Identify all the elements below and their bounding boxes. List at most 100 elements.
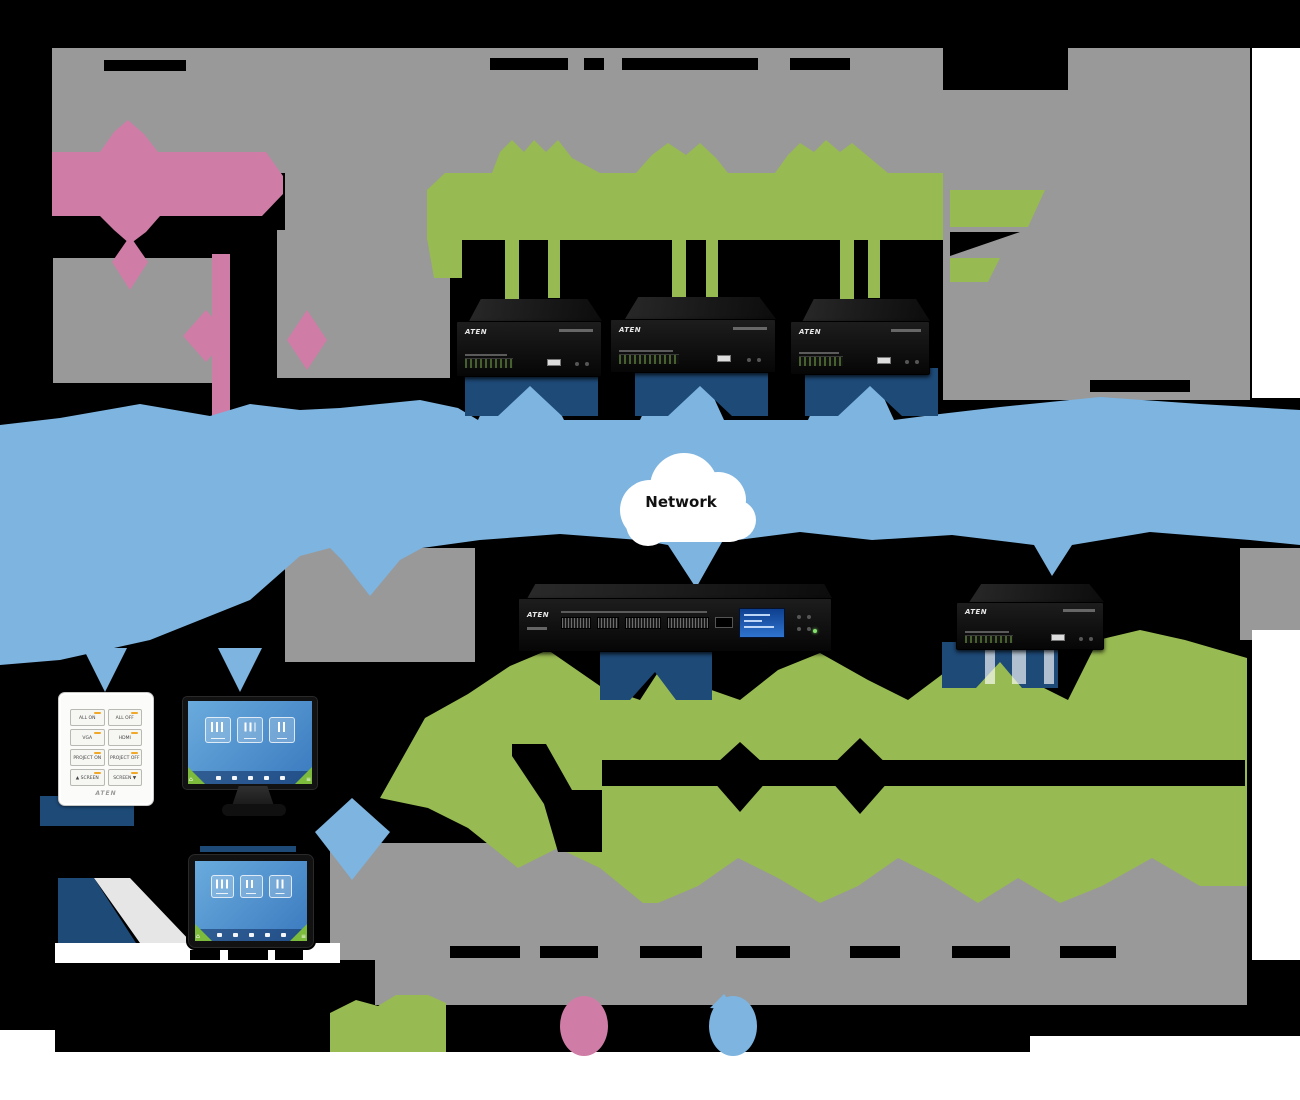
home-icon: ⌂ <box>189 776 193 783</box>
device-top-face <box>969 584 1104 602</box>
terminal-ports <box>799 356 843 366</box>
device-front-panel: ATEN <box>610 319 776 373</box>
hidden-text-dash <box>1090 380 1190 392</box>
hidden-text-dash <box>790 58 850 70</box>
hidden-text-dash <box>540 946 598 958</box>
menu-icon: ≡ <box>305 776 311 783</box>
model-text <box>891 329 921 332</box>
keypad-button-vga: VGA <box>70 729 105 746</box>
white-right-column-top <box>1252 48 1300 398</box>
expansion-box-right: ATEN <box>956 584 1104 650</box>
model-text <box>559 329 593 332</box>
wifi-icon <box>215 775 221 780</box>
reset-power-buttons <box>747 358 751 362</box>
black-hole-diamond-1 <box>706 742 774 812</box>
legend-swatch-pink <box>560 996 608 1056</box>
usb-port <box>1051 634 1065 641</box>
apps-icon <box>280 933 286 937</box>
aten-logo: ATEN <box>965 608 988 616</box>
blue-diamond-tablet <box>315 798 390 880</box>
lighting-tile-icon <box>210 875 234 898</box>
usb-port <box>717 355 731 362</box>
aten-logo: ATEN <box>527 611 550 619</box>
aten-logo: ATEN <box>95 790 117 797</box>
keypad-button-label: ▲ SCREEN <box>75 775 99 781</box>
menu-icon: ≡ <box>300 933 306 940</box>
door-icon <box>278 722 286 733</box>
hidden-text-dash <box>275 950 303 960</box>
bars-icon <box>211 722 225 733</box>
green-drop-3 <box>672 240 686 302</box>
keypad-button-label: PROJECT OFF <box>109 755 140 761</box>
fan-tile-icon <box>237 717 263 743</box>
keypad-button-project-off: PROJECT OFF <box>107 749 142 766</box>
model-text <box>527 627 547 630</box>
hidden-text-dash <box>228 950 268 960</box>
green-right-wedge-1 <box>950 190 1045 227</box>
port-labels <box>619 350 673 352</box>
pink-bulge <box>183 310 229 362</box>
navy-under-controller <box>600 642 712 700</box>
hidden-text-dash <box>736 946 790 958</box>
display-icon <box>231 775 237 780</box>
terminal-ports <box>965 635 1013 643</box>
keypad-button-project-on: PROJECT ON <box>70 749 105 766</box>
io-terminal-block <box>625 617 661 629</box>
navy-wedge-left <box>58 878 136 943</box>
screen-nav-bar <box>188 771 312 784</box>
black-wedge-right <box>950 232 1020 256</box>
navy-under-rightbox <box>942 642 1058 688</box>
black-hole-group <box>104 58 1245 958</box>
device-front-panel: ATEN <box>790 321 930 375</box>
hidden-text-dash <box>622 58 758 70</box>
hidden-text-dash <box>850 946 900 958</box>
gray-right-arm <box>1240 548 1300 640</box>
port-labels <box>465 354 507 356</box>
nav-buttons <box>797 627 801 631</box>
home-icon: ⌂ <box>196 933 200 940</box>
keypad-button-label: HDMI <box>118 735 131 741</box>
hidden-text-dash <box>640 946 702 958</box>
hidden-text-dash <box>1060 946 1116 958</box>
device-top-face <box>469 299 602 321</box>
light-icon <box>248 933 254 937</box>
reset-power-buttons <box>905 360 909 364</box>
device-front-panel: ATEN <box>518 598 832 652</box>
network-cloud: Network <box>620 453 756 546</box>
io-terminal-block <box>561 617 591 629</box>
touch-monitor: ⌂ ≡ <box>180 694 320 792</box>
reset-power-buttons <box>1079 637 1083 641</box>
white-band-text-group <box>190 950 303 960</box>
screen-nav-bar <box>195 929 307 941</box>
terminal-ports <box>465 358 513 368</box>
green-right-wedge-2 <box>950 258 1000 282</box>
power-led <box>813 629 817 633</box>
keypad-button-all-on: ALL ON <box>70 709 105 726</box>
port-labels <box>965 631 1009 633</box>
app-tile-row <box>195 875 307 898</box>
io-terminal-block <box>667 617 709 629</box>
keypad-button-screen-down: SCREEN ▼ <box>107 769 142 786</box>
green-drop-6 <box>868 240 880 298</box>
media-icon <box>263 775 269 780</box>
network-label: Network <box>645 493 717 511</box>
media-icon <box>264 933 270 937</box>
gray-column-left <box>277 48 450 378</box>
hidden-text-dash <box>450 946 520 958</box>
monitor-stand <box>232 786 274 806</box>
control-keypad: ALL ON ALL OFF VGA HDMI PROJECT ON PROJE… <box>58 692 154 806</box>
pink-line-group <box>52 120 327 418</box>
white-bottom-band-left <box>0 1030 55 1052</box>
hidden-text-dash <box>490 58 568 70</box>
gray-bottom-band <box>330 843 1247 1005</box>
port-labels <box>799 352 839 354</box>
monitor-screen: ⌂ ≡ <box>188 701 312 784</box>
hidden-text-dash <box>190 950 220 960</box>
cloud-body <box>628 506 748 542</box>
blue-arrow-keypad <box>83 648 127 692</box>
expansion-box-1: ATEN <box>456 299 602 377</box>
keypad-button-grid: ALL ON ALL OFF VGA HDMI PROJECT ON PROJE… <box>70 709 142 786</box>
app-tile-row <box>188 717 312 743</box>
gray-mid-left <box>53 258 220 383</box>
